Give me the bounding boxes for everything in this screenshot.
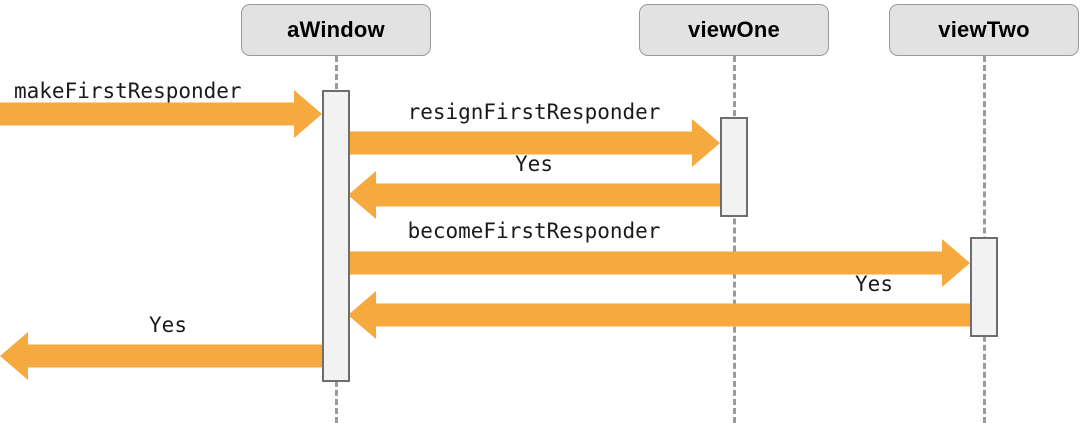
participant-viewtwo[interactable]: viewTwo bbox=[889, 4, 1079, 56]
message-arrow-msg-3[interactable] bbox=[348, 171, 720, 219]
message-arrow-msg-5[interactable] bbox=[348, 291, 970, 339]
participant-label: viewOne bbox=[688, 17, 780, 42]
message-arrow-msg-6[interactable] bbox=[0, 332, 336, 380]
activation-bar-awindow[interactable] bbox=[322, 90, 350, 382]
participant-viewone[interactable]: viewOne bbox=[639, 4, 829, 56]
message-label-msg-2: resignFirstResponder bbox=[407, 100, 661, 124]
message-arrow-msg-2[interactable] bbox=[348, 119, 720, 167]
participant-label: aWindow bbox=[287, 17, 385, 42]
participant-awindow[interactable]: aWindow bbox=[241, 4, 431, 56]
message-label-msg-4: becomeFirstResponder bbox=[407, 219, 661, 243]
participant-label: viewTwo bbox=[938, 17, 1030, 42]
message-label-msg-3: Yes bbox=[515, 152, 553, 176]
message-arrow-msg-4[interactable] bbox=[348, 239, 970, 287]
message-label-msg-6: Yes bbox=[149, 313, 187, 337]
activation-bar-viewone[interactable] bbox=[720, 117, 748, 217]
message-arrow-msg-1[interactable] bbox=[0, 90, 322, 138]
lifeline-viewone bbox=[733, 56, 736, 423]
activation-bar-viewtwo[interactable] bbox=[970, 237, 998, 337]
message-label-msg-1: makeFirstResponder bbox=[14, 79, 242, 103]
message-label-msg-5: Yes bbox=[855, 272, 893, 296]
